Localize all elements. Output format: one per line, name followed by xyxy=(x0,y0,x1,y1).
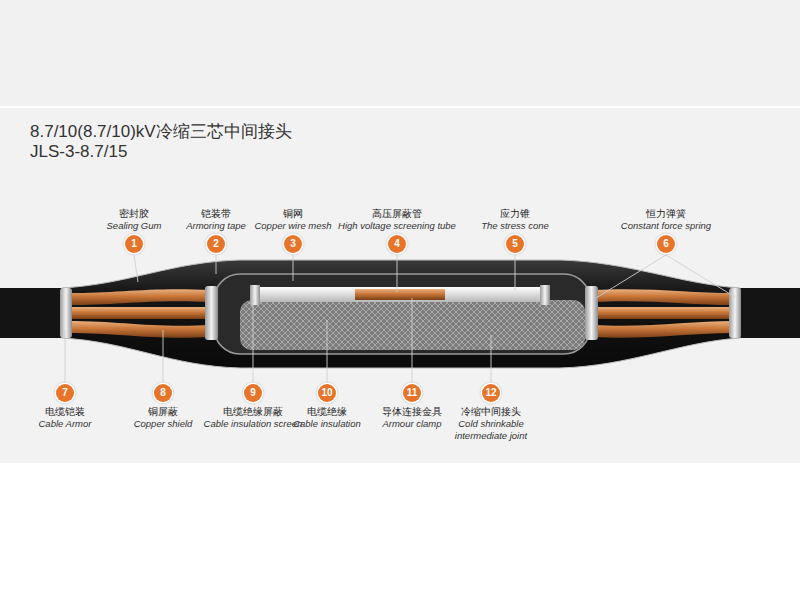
callout: 恒力弹簧Constant force spring 6 xyxy=(621,207,711,256)
insulation-mesh xyxy=(240,300,585,350)
part-name-en: Armoring tape xyxy=(186,220,246,232)
part-name-zh: 电缆铠装 xyxy=(45,405,85,418)
callout-number: 3 xyxy=(284,235,302,253)
model-code: JLS-3-8.7/15 xyxy=(30,142,127,162)
part-name-zh: 铜屏蔽 xyxy=(148,405,178,418)
part-name-en: Copper shield xyxy=(134,418,193,430)
part-name-zh: 高压屏蔽管 xyxy=(372,207,422,220)
part-name-zh: 密封胶 xyxy=(119,207,149,220)
callout: 密封胶Sealing Gum 1 xyxy=(107,207,162,256)
callout-number: 2 xyxy=(207,235,225,253)
callout: 8 铜屏蔽Copper shield xyxy=(134,381,193,430)
callout-number: 12 xyxy=(482,384,500,402)
callout-number: 11 xyxy=(403,384,421,402)
spring-ring xyxy=(205,286,218,340)
inner-housing xyxy=(214,274,590,354)
part-name-zh: 电缆绝缘 xyxy=(307,405,347,418)
spring-ring xyxy=(585,286,598,340)
part-name-en: Constant force spring xyxy=(621,220,711,232)
callout-number: 7 xyxy=(56,384,74,402)
part-name-zh: 电缆绝缘屏蔽 xyxy=(223,405,283,418)
part-name-zh: 铠装带 xyxy=(201,207,231,220)
callout-number: 10 xyxy=(318,384,336,402)
part-name-en: Armour clamp xyxy=(382,418,441,430)
title: 8.7/10(8.7/10)kV冷缩三芯中间接头 xyxy=(30,120,292,143)
cable-left xyxy=(0,288,70,338)
top-band xyxy=(0,0,800,106)
part-name-zh: 恒力弹簧 xyxy=(646,207,686,220)
callout-number: 1 xyxy=(125,235,143,253)
cable-right xyxy=(732,288,800,338)
core xyxy=(592,321,734,338)
callout: 高压屏蔽管High voltage screening tube 4 xyxy=(338,207,456,256)
callout: 12 冷缩中间接头Cold shrinkable intermediate joi… xyxy=(439,381,544,442)
armor-ring xyxy=(60,288,72,338)
cold-shrink-body xyxy=(62,260,740,368)
callout: 7 电缆铠装Cable Armor xyxy=(39,381,92,430)
part-name-zh: 冷缩中间接头 xyxy=(461,405,521,418)
callout-number: 4 xyxy=(388,235,406,253)
stress-cone-end xyxy=(250,285,260,305)
part-name-zh: 铜网 xyxy=(283,207,303,220)
callout: 应力锥The stress cone 5 xyxy=(481,207,549,256)
callout-number: 8 xyxy=(154,384,172,402)
core xyxy=(68,289,212,305)
part-name-en: Cable insulation screen xyxy=(204,418,303,430)
part-name-en: Cable insulation xyxy=(293,418,361,430)
part-name-en: Cable Armor xyxy=(39,418,92,430)
screening-tube xyxy=(255,287,550,302)
callout-number: 6 xyxy=(657,235,675,253)
part-name-en: The stress cone xyxy=(481,220,549,232)
callout-number: 9 xyxy=(244,384,262,402)
part-name-en: Copper wire mesh xyxy=(254,220,331,232)
leader-lines xyxy=(65,255,735,382)
core xyxy=(68,307,212,319)
connector xyxy=(355,289,445,300)
core xyxy=(68,321,212,338)
callout-number: 5 xyxy=(506,235,524,253)
callout: 10 电缆绝缘Cable insulation xyxy=(293,381,361,430)
panel-ground xyxy=(0,108,800,463)
part-name-zh: 应力锥 xyxy=(500,207,530,220)
callout: 9 电缆绝缘屏蔽Cable insulation screen xyxy=(204,381,303,430)
part-name-en: Cold shrinkable intermediate joint xyxy=(439,418,544,442)
armor-ring xyxy=(729,288,741,338)
callout: 铠装带Armoring tape 2 xyxy=(186,207,246,256)
callout: 铜网Copper wire mesh 3 xyxy=(254,207,331,256)
part-name-en: Sealing Gum xyxy=(107,220,162,232)
part-name-en: High voltage screening tube xyxy=(338,220,456,232)
part-name-zh: 导体连接金具 xyxy=(382,405,442,418)
callout: 11 导体连接金具Armour clamp xyxy=(382,381,442,430)
core xyxy=(592,289,734,305)
core xyxy=(592,307,734,319)
stress-cone-end xyxy=(540,285,550,305)
